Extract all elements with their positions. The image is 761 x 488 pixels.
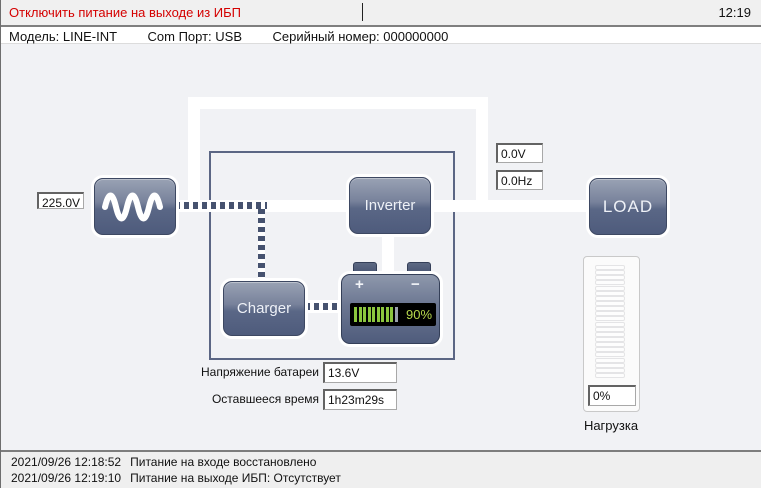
clock: 12:19	[718, 5, 751, 20]
charger-button[interactable]: Charger	[223, 281, 305, 336]
charge-dotted-line	[305, 303, 341, 310]
input-dotted-line	[175, 202, 267, 209]
load-percent-field: 0%	[588, 385, 636, 406]
log-timestamp: 2021/09/26 12:18:52	[11, 455, 122, 469]
sine-wave-icon	[102, 186, 168, 228]
com-port-value: Com Порт: USB	[147, 29, 243, 44]
battery-bar	[354, 307, 357, 322]
load-gauge-label: Нагрузка	[583, 418, 639, 433]
log-entry: 2021/09/26 12:18:52 Питание на входе восс…	[11, 454, 761, 470]
bypass-pipe-right	[476, 97, 488, 211]
serial-number-value: Серийный номер: 000000000	[272, 29, 449, 44]
gauge-segment	[595, 326, 625, 332]
gauge-segment	[595, 367, 625, 373]
gauge-segment	[595, 285, 625, 291]
load-label: LOAD	[602, 196, 654, 216]
battery-bar	[376, 307, 380, 322]
remaining-time-field: 1h23m29s	[323, 389, 397, 410]
battery-bar	[390, 307, 393, 322]
battery-minus-sign: −	[411, 276, 420, 293]
shutdown-output-command[interactable]: Отключить питание на выходе из ИБП	[9, 5, 241, 20]
gauge-segment	[595, 265, 625, 270]
log-entry: 2021/09/26 12:19:10 Питание на выходе ИБП…	[11, 470, 761, 486]
gauge-meter	[595, 265, 625, 378]
gauge-segment	[595, 275, 625, 281]
battery-bar	[367, 307, 371, 322]
inverter-button[interactable]: Inverter	[349, 177, 431, 234]
log-message: Питание на выходе ИБП: Отсутствует	[130, 471, 341, 485]
output-voltage-field: 0.0V	[496, 143, 543, 163]
gauge-segment	[595, 336, 625, 342]
battery-charge-display: 90%	[350, 303, 436, 326]
gauge-segment	[595, 306, 625, 312]
titlebar-divider	[362, 3, 363, 21]
gauge-segment	[595, 372, 625, 378]
titlebar: Отключить питание на выходе из ИБП 12:19	[1, 0, 761, 27]
gauge-segment	[595, 352, 625, 358]
ac-input-button[interactable]	[94, 178, 176, 235]
gauge-segment	[595, 270, 625, 276]
battery-bar	[372, 307, 375, 322]
load-gauge-panel: 0%	[583, 256, 640, 412]
battery-icon: + − 90%	[341, 274, 440, 344]
charger-dotted-line	[258, 209, 265, 281]
inverter-battery-pipe	[382, 231, 394, 276]
battery-plus-sign: +	[355, 276, 364, 293]
battery-bar	[358, 307, 362, 322]
battery-bar	[363, 307, 366, 322]
bypass-pipe-left	[188, 97, 200, 211]
event-log[interactable]: 2021/09/26 12:18:52 Питание на входе восс…	[1, 450, 761, 488]
model-info-bar: Модель: LINE-INT Com Порт: USB Серийный …	[1, 27, 761, 44]
gauge-segment	[595, 311, 625, 317]
output-frequency-field: 0.0Hz	[496, 170, 543, 190]
battery-bar	[394, 307, 398, 322]
input-voltage-field: 225.0V	[37, 192, 84, 209]
gauge-segment	[595, 316, 625, 322]
inverter-label: Inverter	[364, 197, 416, 214]
model-value: Модель: LINE-INT	[9, 29, 118, 44]
log-message: Питание на входе восстановлено	[130, 455, 317, 469]
gauge-segment	[595, 321, 625, 327]
gauge-segment	[595, 295, 625, 301]
battery-bar	[385, 307, 389, 322]
remaining-time-label: Оставшееся время	[211, 392, 319, 406]
gauge-segment	[595, 362, 625, 368]
load-button[interactable]: LOAD	[589, 178, 667, 235]
battery-voltage-field: 13.6V	[323, 362, 397, 383]
bypass-pipe-top	[188, 97, 488, 109]
battery-bars	[354, 307, 399, 322]
gauge-segment	[595, 347, 625, 353]
gauge-segment	[595, 342, 625, 348]
battery-voltage-label: Напряжение батареи	[200, 365, 319, 379]
log-timestamp: 2021/09/26 12:19:10	[11, 471, 122, 485]
gauge-segment	[595, 300, 625, 306]
gauge-segment	[595, 357, 625, 363]
gauge-segment	[595, 331, 625, 337]
gauge-segment	[595, 280, 625, 286]
battery-percent: 90%	[406, 307, 433, 322]
charger-label: Charger	[236, 300, 292, 317]
gauge-segment	[595, 290, 625, 296]
ups-internal-box	[209, 151, 455, 360]
battery-bar	[381, 307, 384, 322]
